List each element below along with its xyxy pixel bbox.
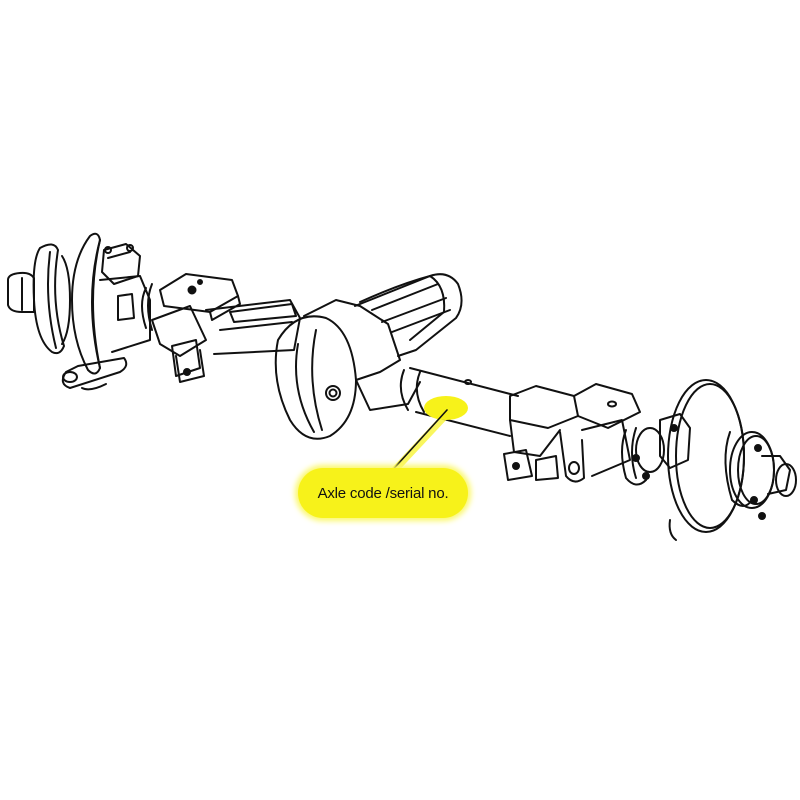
left-brake-disc-hub [7, 232, 153, 391]
callout-target-highlight [424, 396, 468, 420]
leader-line [387, 409, 448, 476]
callout-label-text: Axle code /serial no. [317, 484, 449, 502]
callout-label: Axle code /serial no. [298, 468, 468, 518]
right-spring-mount-bracket [503, 383, 641, 483]
leader-line-glow [386, 410, 451, 479]
differential-housing [274, 273, 463, 440]
left-spring-mount-bracket [151, 273, 301, 383]
right-brake-disc-hub [621, 379, 797, 541]
